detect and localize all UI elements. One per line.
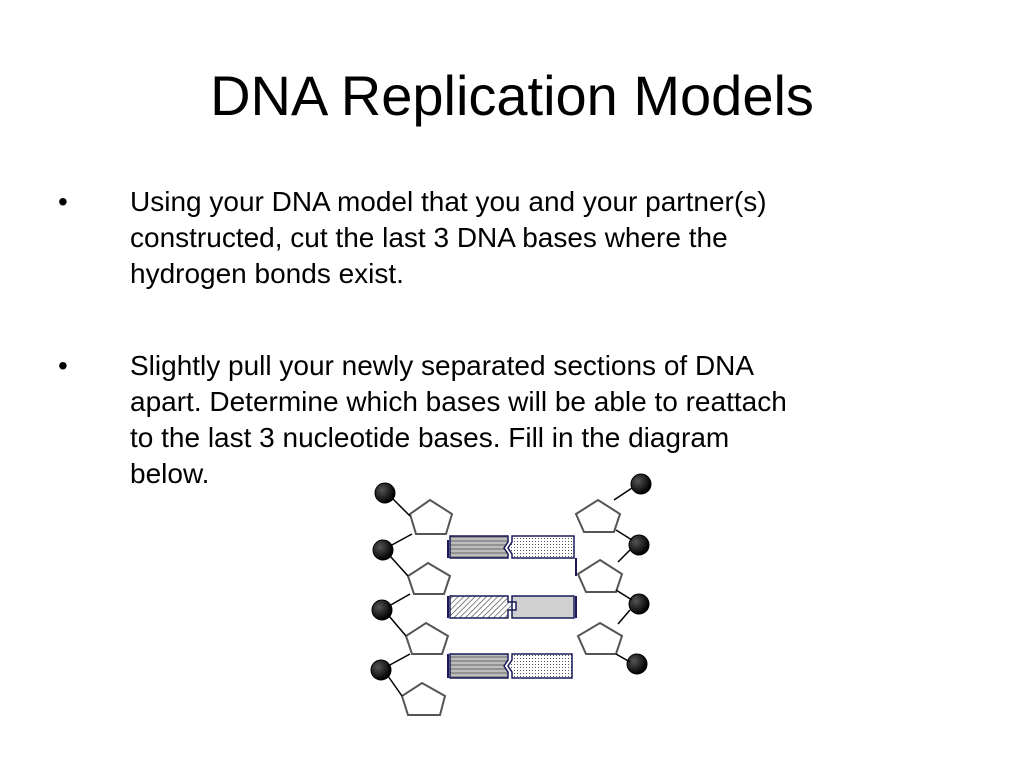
phosphate-icon <box>374 482 396 504</box>
sugar-pentagon-icon <box>404 621 450 655</box>
sugar-pentagon-icon <box>406 561 452 595</box>
phosphate-icon <box>371 599 393 621</box>
bullet-text-2: Slightly pull your newly separated secti… <box>130 348 950 492</box>
base-right <box>507 653 573 679</box>
bullet-line: constructed, cut the last 3 DNA bases wh… <box>130 222 728 253</box>
right-strand <box>574 473 652 675</box>
slide-title: DNA Replication Models <box>210 64 814 127</box>
base-left <box>449 535 509 559</box>
sugar-pentagon-icon <box>576 558 624 593</box>
bullet-text-1: Using your DNA model that you and your p… <box>130 184 950 292</box>
base-left <box>449 653 509 679</box>
bullet-marker: • <box>58 186 68 217</box>
base-left <box>449 595 513 619</box>
base-pair-3 <box>447 653 573 679</box>
bullet-line: to the last 3 nucleotide bases. Fill in … <box>130 422 730 453</box>
sugar-pentagon-icon <box>576 621 624 655</box>
phosphate-icon <box>372 539 394 561</box>
sugar-pentagon-icon <box>574 498 622 533</box>
base-pair-2 <box>447 595 577 619</box>
sugar-pentagon-icon <box>408 498 454 535</box>
phosphate-icon <box>630 473 652 495</box>
phosphate-icon <box>626 653 648 675</box>
phosphate-icon <box>370 659 392 681</box>
base-pair-1 <box>447 535 577 576</box>
base-right <box>511 595 575 619</box>
base-right <box>507 535 575 559</box>
bullet-line: Slightly pull your newly separated secti… <box>130 350 755 381</box>
dna-ladder-diagram <box>360 468 660 723</box>
phosphate-icon <box>628 534 650 556</box>
bullet-line: below. <box>130 458 210 489</box>
sugar-pentagon-icon <box>400 681 447 716</box>
phosphate-icon <box>628 593 650 615</box>
bullet-line: hydrogen bonds exist. <box>130 258 404 289</box>
bullet-line: Using your DNA model that you and your p… <box>130 186 767 217</box>
left-strand <box>370 482 454 716</box>
bullet-marker: • <box>58 350 68 381</box>
bullet-line: apart. Determine which bases will be abl… <box>130 386 787 417</box>
